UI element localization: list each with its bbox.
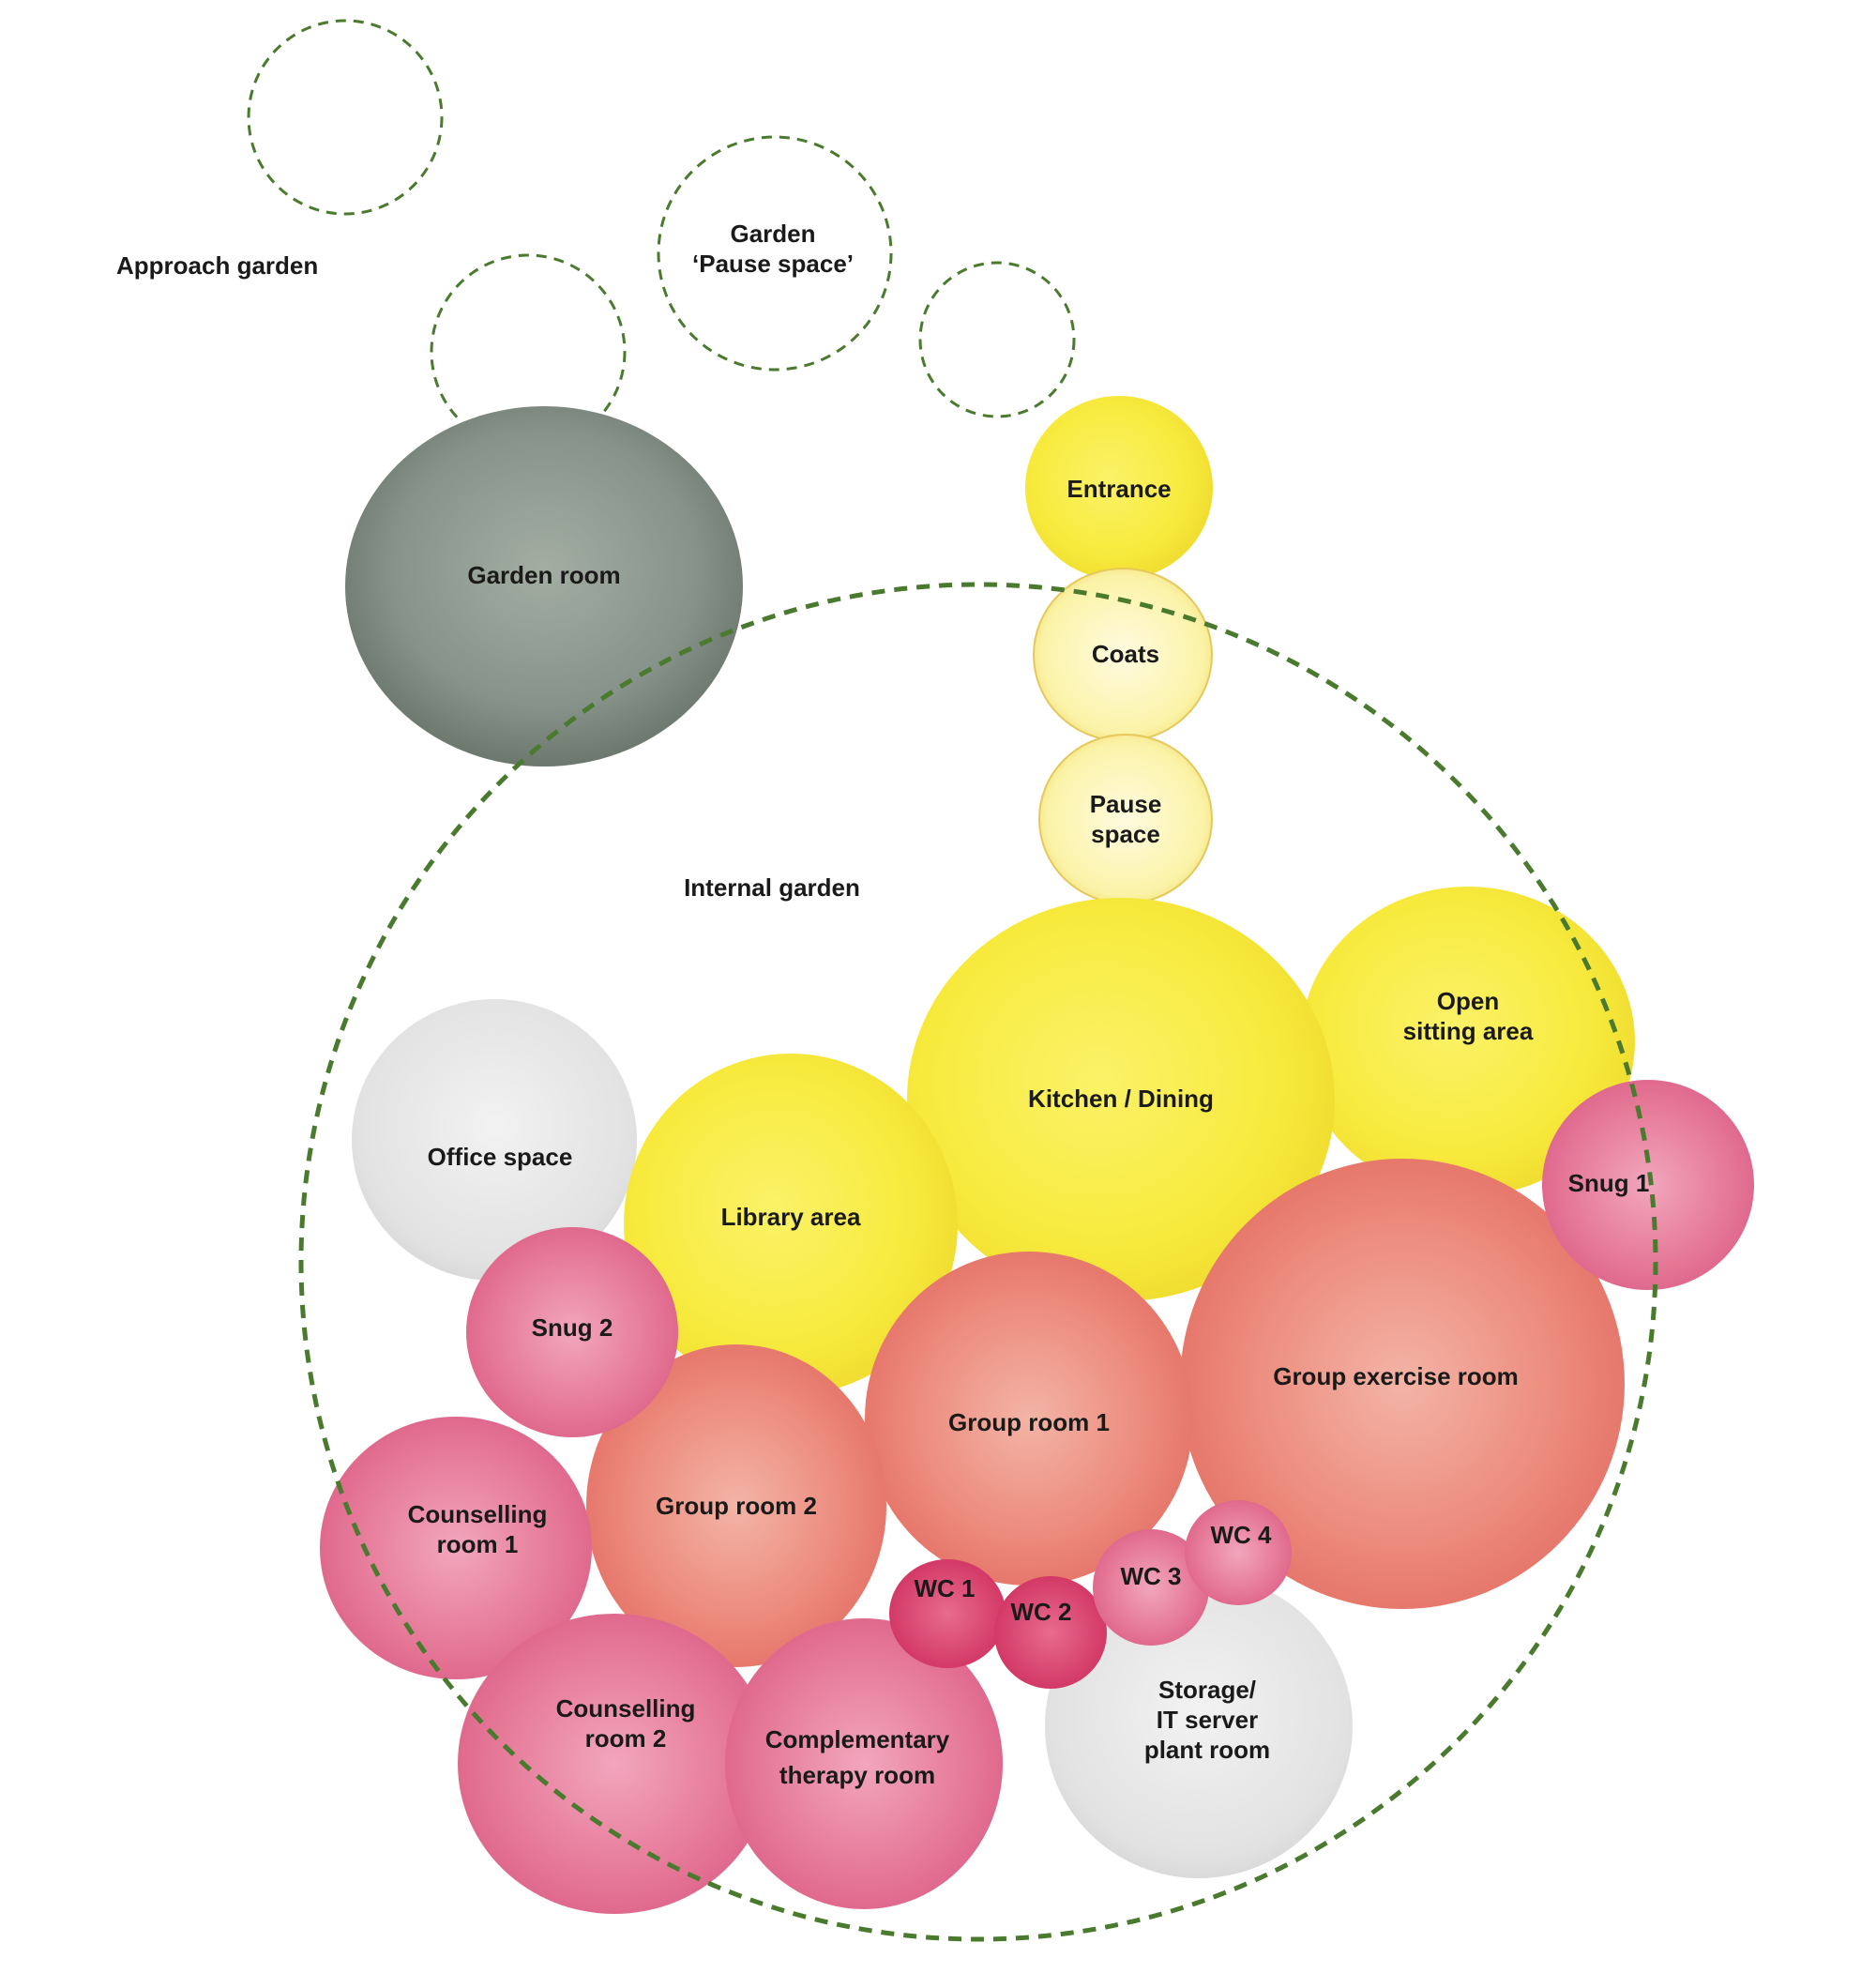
kitchen-dining-bubble xyxy=(907,898,1335,1301)
storage-label-line2: IT server xyxy=(1157,1706,1258,1734)
garden-pause-space-label-line2: ‘Pause space’ xyxy=(692,250,854,278)
snug-1-bubble xyxy=(1542,1080,1754,1290)
complementary-therapy-room-label-line1: Complementary xyxy=(765,1725,950,1753)
group-room-1-bubble xyxy=(865,1252,1193,1586)
complementary-therapy-room-bubble xyxy=(725,1618,1003,1909)
open-sitting-area-label-line2: sitting area xyxy=(1403,1017,1534,1045)
group-room-2-label: Group room 2 xyxy=(656,1492,817,1520)
snug-2-label: Snug 2 xyxy=(532,1313,613,1342)
storage-label-line3: plant room xyxy=(1144,1736,1270,1764)
wc-2-bubble xyxy=(994,1576,1107,1689)
approach-garden-circle-a xyxy=(247,19,444,216)
entrance-bubble xyxy=(1025,396,1213,580)
storage-it-plant-room-bubble xyxy=(1045,1574,1353,1878)
open-sitting-area-label-line1: Open xyxy=(1437,987,1499,1015)
wc-4-bubble xyxy=(1185,1500,1292,1605)
approach-garden-label: Approach garden xyxy=(116,251,318,280)
snug-2-bubble xyxy=(466,1227,678,1437)
pause-space-bubble xyxy=(1038,734,1213,904)
garden-room-bubble xyxy=(345,406,743,766)
group-room-2-bubble xyxy=(586,1344,886,1667)
counselling-room-1-label-line2: room 1 xyxy=(437,1530,519,1558)
open-sitting-area-bubble xyxy=(1301,887,1635,1196)
wc-2-label: WC 2 xyxy=(1011,1598,1072,1626)
pause-space-label-line2: space xyxy=(1091,820,1160,848)
counselling-room-1-bubble xyxy=(320,1417,592,1679)
office-space-bubble xyxy=(352,999,637,1281)
storage-label-line1: Storage/ xyxy=(1158,1676,1256,1704)
small-garden-circle xyxy=(918,261,1076,418)
wc-3-bubble xyxy=(1093,1529,1209,1646)
garden-room-label: Garden room xyxy=(467,561,620,589)
group-exercise-room-bubble xyxy=(1180,1159,1625,1609)
counselling-room-1-label-line1: Counselling xyxy=(408,1500,548,1528)
internal-garden-circle xyxy=(298,582,1658,1942)
library-area-label: Library area xyxy=(721,1203,861,1231)
garden-pause-space-label-line1: Garden xyxy=(730,220,815,248)
counselling-room-2-label-line2: room 2 xyxy=(585,1724,667,1753)
snug-1-label: Snug 1 xyxy=(1568,1169,1650,1197)
counselling-room-2-bubble xyxy=(458,1614,771,1914)
wc-1-bubble xyxy=(889,1559,1006,1668)
wc-1-label: WC 1 xyxy=(915,1574,976,1602)
wc-4-label: WC 4 xyxy=(1211,1521,1273,1549)
coats-label: Coats xyxy=(1092,640,1159,668)
group-room-1-label: Group room 1 xyxy=(948,1408,1110,1436)
pause-space-label-line1: Pause xyxy=(1090,790,1162,818)
entrance-label: Entrance xyxy=(1067,475,1171,503)
office-space-label: Office space xyxy=(428,1143,573,1171)
kitchen-dining-label: Kitchen / Dining xyxy=(1028,1085,1214,1113)
garden-pause-space-circle xyxy=(657,135,893,372)
internal-garden-label: Internal garden xyxy=(684,873,860,902)
library-area-bubble xyxy=(624,1054,958,1395)
counselling-room-2-label-line1: Counselling xyxy=(556,1694,696,1723)
wc-3-label: WC 3 xyxy=(1121,1562,1182,1590)
complementary-therapy-room-label-line2: therapy room xyxy=(779,1761,935,1789)
group-exercise-room-label: Group exercise room xyxy=(1273,1362,1519,1390)
